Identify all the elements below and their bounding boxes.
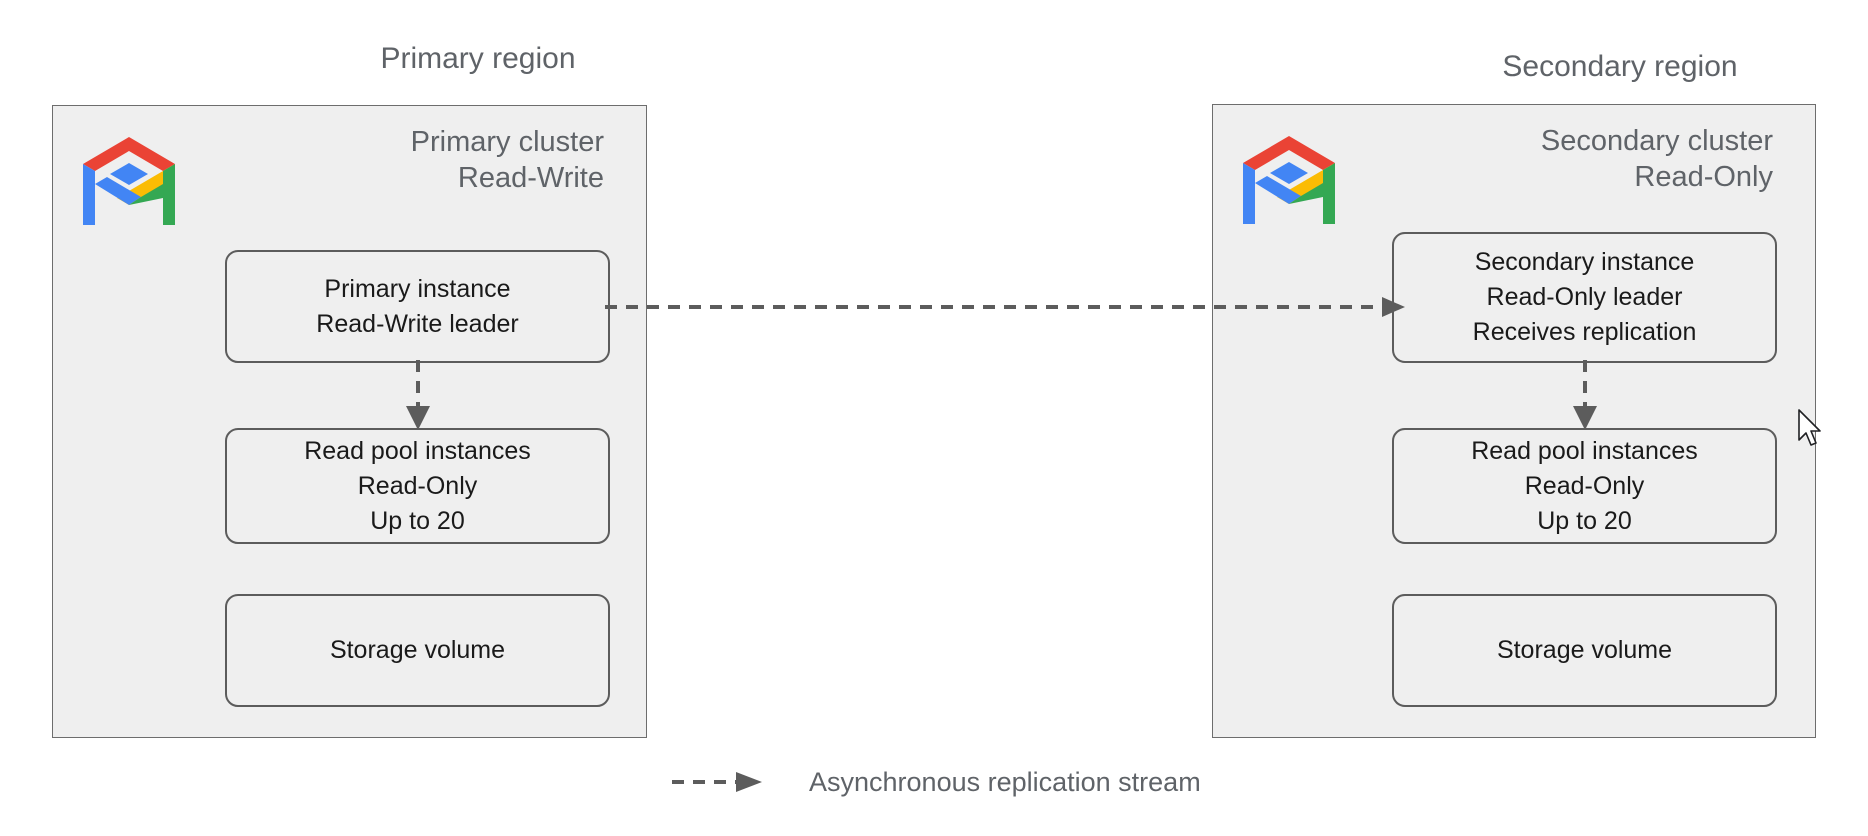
secondary-cluster-label-line2: Read-Only: [1634, 161, 1773, 193]
secondary-region-title: Secondary region: [1502, 50, 1738, 83]
secondary-read-pool-line2: Read-Only: [1524, 471, 1645, 500]
secondary-read-pool-line1: Read pool instances: [1471, 436, 1698, 465]
secondary-read-pool-line3: Up to 20: [1537, 506, 1632, 535]
primary-cluster-label-line2: Read-Write: [457, 162, 604, 194]
secondary-cluster-label: Secondary cluster Read-Only: [1541, 123, 1773, 195]
secondary-read-pool-node[interactable]: Read pool instances Read-Only Up to 20: [1392, 428, 1777, 544]
primary-cluster-label-line1: Primary cluster: [410, 126, 604, 158]
primary-storage-line1: Storage volume: [329, 636, 506, 664]
secondary-storage-volume-node[interactable]: Storage volume: [1392, 594, 1777, 707]
primary-instance-line1: Primary instance: [324, 274, 511, 303]
legend: Asynchronous replication stream: [672, 766, 1201, 798]
primary-instance-to-read-pool-arrow-icon: [406, 360, 430, 430]
primary-instance-node[interactable]: Primary instance Read-Write leader: [225, 250, 610, 363]
secondary-instance-line3: Receives replication: [1472, 318, 1697, 346]
secondary-instance-line2: Read-Only leader: [1486, 283, 1683, 311]
primary-read-pool-line2: Read-Only: [357, 471, 478, 500]
alloydb-logo-icon: [1243, 136, 1335, 224]
primary-cluster-label: Primary cluster Read-Write: [411, 124, 604, 196]
primary-read-pool-line1: Read pool instances: [304, 436, 531, 465]
asynchronous-replication-arrow-icon: [605, 297, 1405, 317]
primary-region-title: Primary region: [380, 42, 576, 75]
secondary-instance-line1: Secondary instance: [1474, 248, 1695, 276]
secondary-cluster-label-line1: Secondary cluster: [1540, 125, 1773, 157]
secondary-instance-node[interactable]: Secondary instance Read-Only leader Rece…: [1392, 232, 1777, 363]
mouse-pointer-icon: [1798, 409, 1821, 446]
primary-read-pool-line3: Up to 20: [370, 506, 465, 535]
legend-label: Asynchronous replication stream: [809, 767, 1201, 797]
legend-dashed-arrow-icon: [672, 772, 762, 792]
primary-instance-line2: Read-Write leader: [316, 309, 519, 338]
primary-storage-volume-node[interactable]: Storage volume: [225, 594, 610, 707]
primary-read-pool-node[interactable]: Read pool instances Read-Only Up to 20: [225, 428, 610, 544]
alloydb-logo-icon: [83, 137, 175, 225]
secondary-storage-line1: Storage volume: [1496, 636, 1673, 664]
secondary-instance-to-read-pool-arrow-icon: [1573, 360, 1597, 430]
